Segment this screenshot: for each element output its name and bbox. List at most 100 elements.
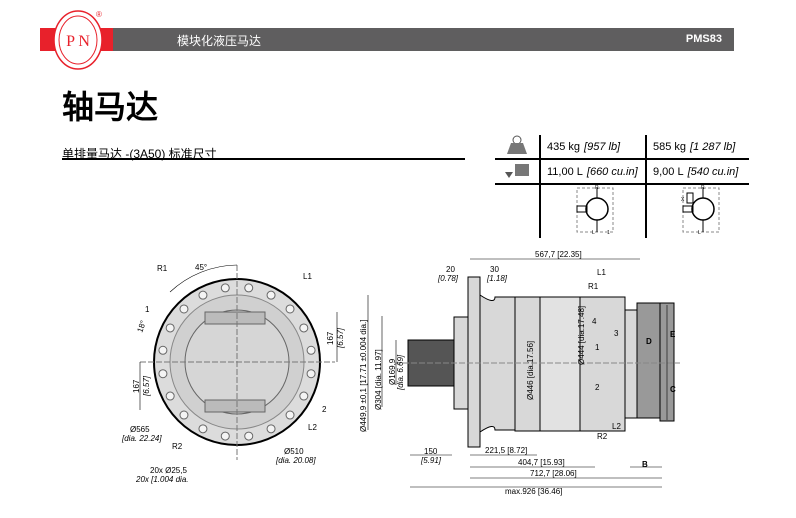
svg-text:E: E [670,330,676,339]
front-view-labels: R1 45° L1 1 18° 167 [6.57] 167 [6.57] 2 … [121,263,345,484]
svg-text:L: L [698,230,701,235]
svg-text:Ø565: Ø565 [130,425,150,434]
svg-text:20x [1.004 dia.: 20x [1.004 dia. [135,475,188,484]
bolt-hole [285,304,295,314]
bolt-hole [198,290,208,300]
svg-text:C: C [670,385,676,394]
bolt-hole [158,369,168,379]
svg-text:[6.57]: [6.57] [142,375,151,397]
svg-text:L2: L2 [612,422,621,431]
bolt-hole [220,431,230,441]
svg-text:[5.91]: [5.91] [420,456,442,465]
side-view-labels: 567,7 [22.35] 20 [0.78] 30 [1.18] L1 R1 … [359,250,676,496]
svg-text:B: B [642,460,648,469]
bolt-hole [179,410,189,420]
weight-a: 435 kg [547,140,581,153]
oil-a-imperial: [660 cu.in] [586,165,638,178]
bolt-hole [266,290,276,300]
svg-text:2: 2 [595,383,600,392]
svg-text:R1: R1 [588,282,599,291]
oil-b: 9,00 L [653,165,684,178]
header-bar: 模块化液压马达 PMS83 [113,28,734,51]
section-subtitle: 单排量马达 -(3A50) 标准尺寸 [62,147,217,161]
bolt-hole [285,410,295,420]
bolt-hole [179,304,189,314]
side-view [395,276,680,448]
bolt-hole [198,424,208,434]
svg-text:20: 20 [446,265,455,274]
svg-text:[dia. 22.24]: [dia. 22.24] [121,434,162,443]
svg-text:30: 30 [490,265,499,274]
svg-text:[dia. 6.69]: [dia. 6.69] [396,354,405,391]
bolt-hole [158,345,168,355]
svg-text:Ø444 [dia.17.48]: Ø444 [dia.17.48] [577,306,586,365]
svg-text:Ø449,9 ±0,1 [17.71 ±0.004 dia.: Ø449,9 ±0,1 [17.71 ±0.004 dia.] [359,320,368,432]
svg-text:167: 167 [326,331,335,345]
svg-text:1: 1 [145,305,150,314]
svg-text:R2: R2 [172,442,183,451]
svg-text:L: L [592,230,595,235]
svg-text:712,7 [28.06]: 712,7 [28.06] [530,469,577,478]
weight-b: 585 kg [653,140,687,153]
bolt-hole [299,391,309,401]
bolt-hole [306,345,316,355]
product-code: PMS83 [685,33,722,45]
svg-text:Ø510: Ø510 [284,447,304,456]
bolt-hole [244,431,254,441]
svg-text:20x Ø25,5: 20x Ø25,5 [150,466,187,475]
svg-text:R2: R2 [597,432,608,441]
svg-text:1: 1 [595,343,600,352]
pn-logo: P N ® [53,10,103,70]
svg-text:45°: 45° [195,263,207,272]
bolt-hole [299,323,309,333]
svg-text:R1: R1 [157,264,168,273]
svg-text:404,7 [15.93]: 404,7 [15.93] [518,458,565,467]
spec-table: 435 kg[957 lb] 585 kg[1 287 lb] 11,00 L[… [495,135,749,238]
weight-a-imperial: [957 lb] [584,140,621,153]
weight-icon [495,135,540,160]
svg-text:P N: P N [66,33,90,50]
svg-text:18°: 18° [135,319,148,333]
schematic-b: X R L [645,184,749,238]
svg-text:R: R [595,185,599,191]
svg-text:L1: L1 [303,272,312,281]
weight-row: 435 kg[957 lb] 585 kg[1 287 lb] [495,135,749,160]
svg-text:[dia. 20.08]: [dia. 20.08] [275,456,316,465]
svg-text:4: 4 [592,317,597,326]
bolt-hole [306,369,316,379]
bolt-hole [220,283,230,293]
svg-text:[1.18]: [1.18] [486,274,508,283]
oil-a: 11,00 L [547,165,583,178]
svg-text:Ø304 [dia. 11.97]: Ø304 [dia. 11.97] [374,349,383,410]
bolt-hole [244,283,254,293]
side-view-dims [367,258,668,488]
svg-text:150: 150 [424,447,438,456]
svg-text:567,7 [22.35]: 567,7 [22.35] [535,250,582,259]
svg-text:167: 167 [132,379,141,393]
svg-text:R: R [701,185,705,191]
oil-b-imperial: [540 cu.in] [687,165,739,178]
svg-text:3: 3 [614,329,619,338]
svg-text:[0.78]: [0.78] [437,274,459,283]
weight-b-imperial: [1 287 lb] [690,140,736,153]
svg-text:X: X [681,197,685,203]
svg-text:2: 2 [322,405,327,414]
oil-can-icon [495,159,540,185]
svg-text:D: D [646,337,652,346]
bolt-hole [165,323,175,333]
svg-text:max.926 [36.46]: max.926 [36.46] [505,487,562,496]
divider [62,158,465,160]
svg-text:Ø446 [dia.17.56]: Ø446 [dia.17.56] [526,341,535,400]
bolt-hole [165,391,175,401]
section-title: 模块化液压马达 [177,34,262,48]
page-title: 轴马达 [62,89,159,125]
svg-text:[6.57]: [6.57] [336,327,345,349]
svg-text:®: ® [96,10,102,19]
svg-text:L1: L1 [597,268,606,277]
front-view [139,264,338,460]
svg-text:221,5 [8.72]: 221,5 [8.72] [485,446,527,455]
svg-text:Ø169,9: Ø169,9 [388,358,397,385]
